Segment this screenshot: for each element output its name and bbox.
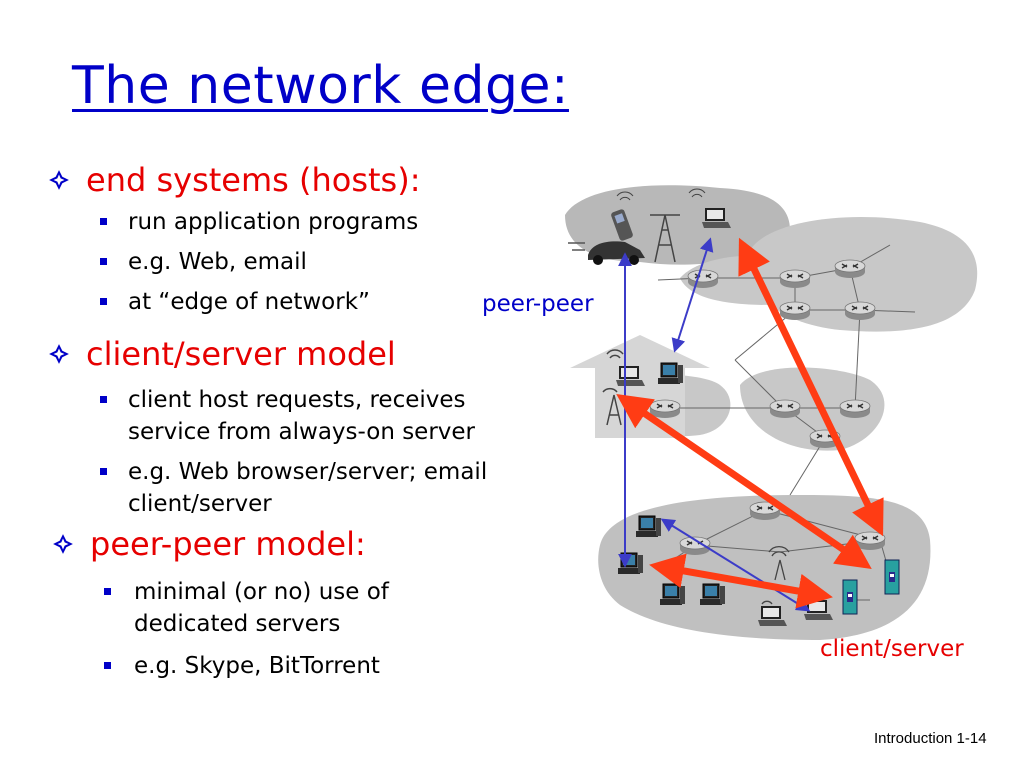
- client-server-label: client/server: [820, 636, 964, 662]
- square-bullet-icon: [100, 468, 107, 475]
- bullet-item: e.g. Web, email: [48, 246, 548, 278]
- bullet-list: end systems (hosts): run application pro…: [48, 160, 548, 682]
- router-icon: [779, 269, 811, 289]
- peer-peer-label: peer-peer: [482, 291, 594, 317]
- slide-footer: Introduction 1-14: [874, 730, 987, 747]
- bullet-item: e.g. Skype, BitTorrent: [48, 650, 548, 682]
- diamond-bullet-icon: [49, 344, 69, 364]
- slide-title: The network edge:: [72, 56, 569, 116]
- square-bullet-icon: [100, 218, 107, 225]
- square-bullet-icon: [100, 396, 107, 403]
- diamond-bullet-icon: [53, 534, 73, 554]
- desktop-icon: [657, 362, 684, 385]
- cell-tower-icon: [650, 214, 680, 263]
- router-icon: [769, 399, 801, 419]
- square-bullet-icon: [100, 298, 107, 305]
- section-heading-client-server: client/server model: [48, 334, 548, 374]
- router-icon: [844, 301, 876, 321]
- desktop-icon: [699, 583, 726, 606]
- client-server-arrows: [616, 237, 884, 609]
- cellphone-icon: [611, 209, 633, 241]
- bullet-item: at “edge of network”: [48, 286, 548, 318]
- router-icon: [649, 399, 681, 419]
- square-bullet-icon: [104, 588, 111, 595]
- square-bullet-icon: [104, 662, 111, 669]
- desktop-icon: [635, 515, 662, 538]
- square-bullet-icon: [100, 258, 107, 265]
- section-heading-peer-peer: peer-peer model:: [48, 524, 548, 564]
- section-heading-end-systems: end systems (hosts):: [48, 160, 548, 200]
- router-icon: [854, 531, 886, 551]
- desktop-icon: [617, 552, 644, 575]
- bullet-item: e.g. Web browser/server; email client/se…: [48, 456, 508, 520]
- wireless-signal-icon: [616, 188, 706, 201]
- router-icon: [834, 259, 866, 279]
- router-icon: [839, 399, 871, 419]
- diamond-bullet-icon: [49, 170, 69, 190]
- bullet-item: minimal (or no) use of dedicated servers: [48, 576, 434, 640]
- server-icon: [884, 559, 900, 595]
- bullet-item: run application programs: [48, 206, 548, 238]
- router-icon: [779, 301, 811, 321]
- server-icon: [842, 579, 858, 615]
- desktop-icon: [659, 583, 686, 606]
- bullet-item: client host requests, receives service f…: [48, 384, 528, 448]
- network-diagram: [565, 185, 978, 640]
- router-icon: [687, 269, 719, 289]
